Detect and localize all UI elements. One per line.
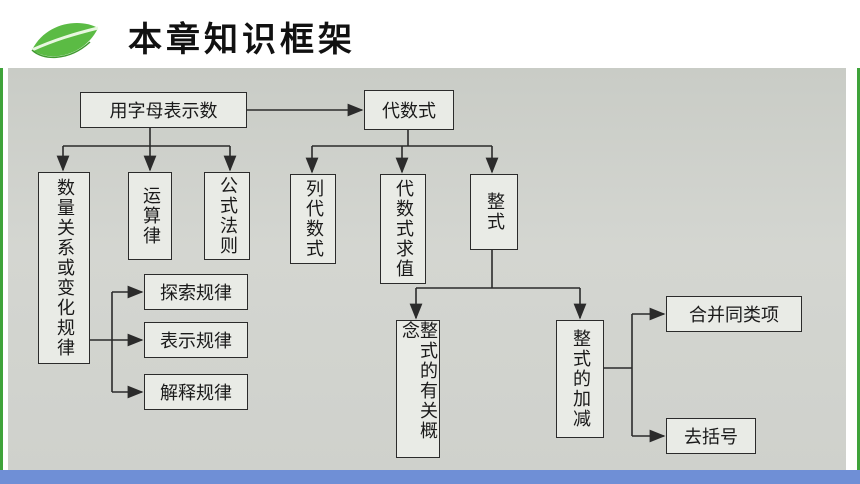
node-polynomial-add-sub: 整式的加减 bbox=[556, 320, 604, 438]
bottom-strip bbox=[0, 470, 860, 484]
node-polynomial-concepts: 整式的有关概念 bbox=[396, 320, 440, 458]
title-bar: 本章知识框架 bbox=[0, 0, 860, 68]
node-express-patterns: 表示规律 bbox=[144, 322, 248, 358]
node-evaluate-expression: 代数式求值 bbox=[380, 174, 426, 284]
node-quantity-relations: 数量关系或变化规律 bbox=[38, 172, 90, 364]
node-list-expression: 列代数式 bbox=[290, 174, 336, 264]
node-remove-brackets: 去括号 bbox=[666, 418, 756, 454]
node-combine-like-terms: 合并同类项 bbox=[666, 296, 802, 332]
node-polynomial: 整式 bbox=[470, 174, 518, 250]
node-formulas: 公式法则 bbox=[204, 172, 250, 260]
node-explain-patterns: 解释规律 bbox=[144, 374, 248, 410]
node-letters-for-numbers: 用字母表示数 bbox=[80, 92, 247, 128]
node-algebraic-expression: 代数式 bbox=[364, 90, 454, 130]
slide-title: 本章知识框架 bbox=[128, 20, 356, 60]
node-laws-of-operations: 运算律 bbox=[128, 172, 172, 260]
leaf-icon bbox=[28, 20, 100, 68]
node-explore-patterns: 探索规律 bbox=[144, 274, 248, 310]
